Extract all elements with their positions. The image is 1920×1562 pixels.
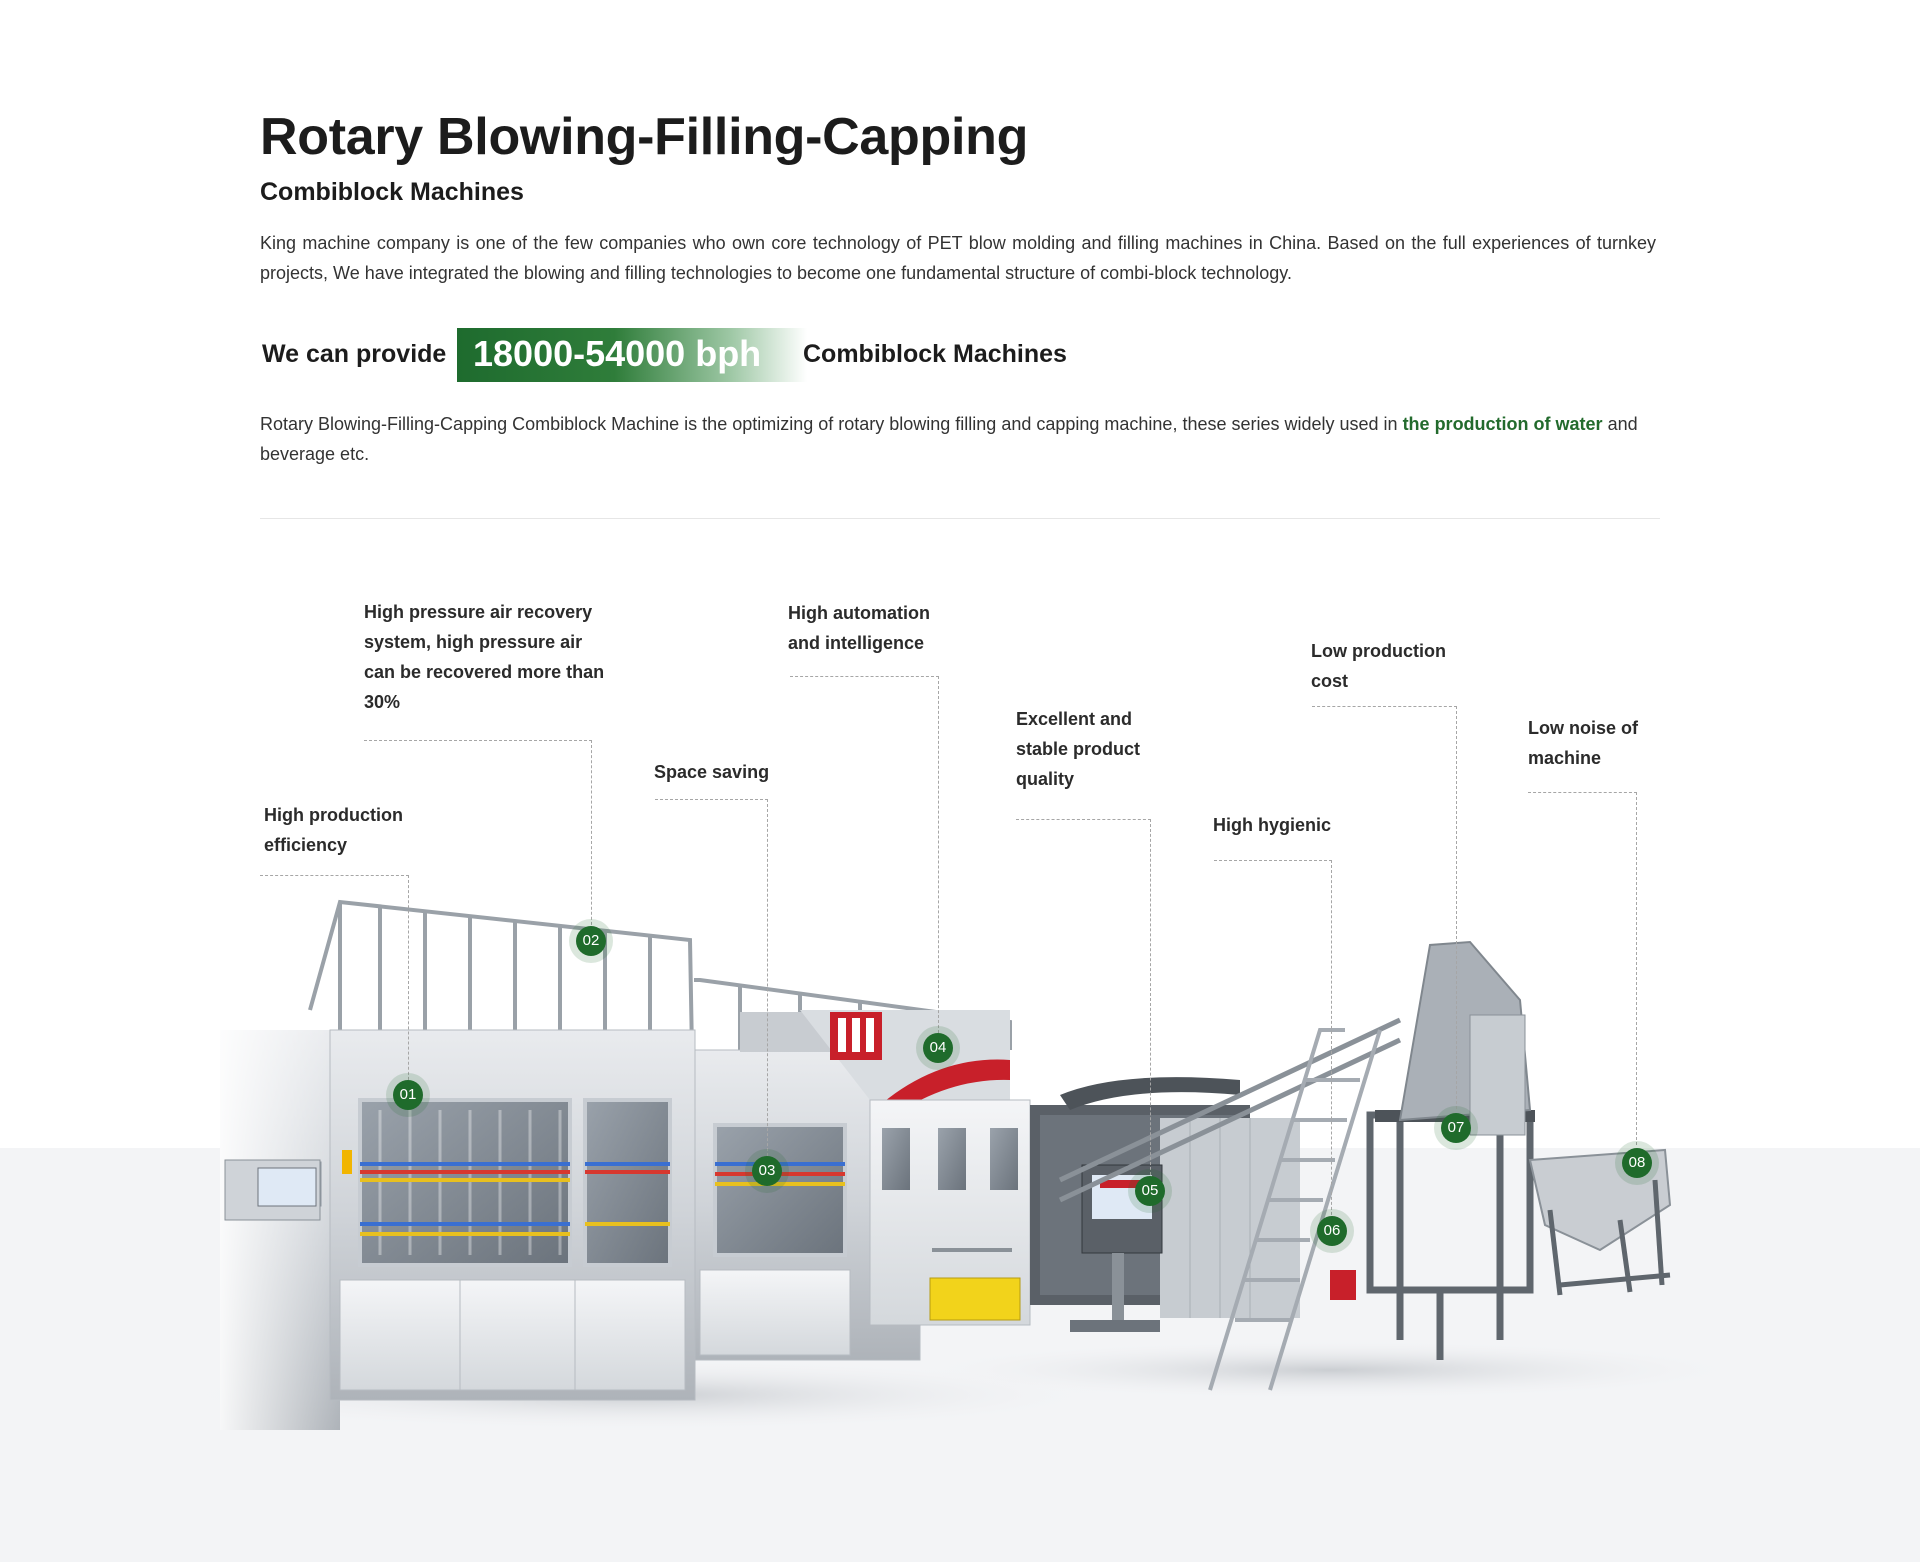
leader-line-02 xyxy=(364,740,592,741)
feature-marker-08[interactable]: 08 xyxy=(1622,1148,1652,1178)
feature-marker-01[interactable]: 01 xyxy=(393,1080,423,1110)
feature-marker-07[interactable]: 07 xyxy=(1441,1113,1471,1143)
leader-line-04-vertical xyxy=(938,676,939,1038)
intro-paragraph: King machine company is one of the few c… xyxy=(260,233,1656,283)
leader-line-08-vertical xyxy=(1636,792,1637,1145)
section-divider xyxy=(260,518,1660,519)
capacity-badge: 18000-54000 bph xyxy=(457,328,807,382)
feature-marker-04[interactable]: 04 xyxy=(923,1033,953,1063)
feature-label-06: High hygienic xyxy=(1213,815,1332,835)
leader-line-04 xyxy=(790,676,939,677)
leader-line-08 xyxy=(1528,792,1637,793)
leader-line-01-vertical xyxy=(408,875,409,1095)
leader-line-05 xyxy=(1016,819,1151,820)
description-tail: and beverage etc. xyxy=(260,414,1638,464)
leader-line-03 xyxy=(655,799,768,800)
water-production-link[interactable]: the production of water xyxy=(1402,414,1603,434)
page-subtitle: Combiblock Machines xyxy=(260,178,524,206)
feature-label-07: Low production cost xyxy=(1311,641,1446,691)
feature-marker-05[interactable]: 05 xyxy=(1135,1176,1165,1206)
capacity-value: 18000-54000 bph xyxy=(473,333,762,374)
leader-line-07-vertical xyxy=(1456,706,1457,1109)
feature-label-02: High pressure air recovery system, high … xyxy=(364,602,605,712)
capacity-suffix: Combiblock Machines xyxy=(803,340,1067,368)
description-paragraph: Rotary Blowing-Filling-Capping Combibloc… xyxy=(260,409,1660,469)
leader-line-03-vertical xyxy=(767,799,768,1171)
feature-marker-06[interactable]: 06 xyxy=(1317,1216,1347,1246)
feature-label-01: High production efficiency xyxy=(264,805,403,855)
capacity-prefix: We can provide xyxy=(262,340,447,368)
leader-line-07 xyxy=(1312,706,1457,707)
leader-line-06 xyxy=(1214,860,1332,861)
feature-label-03: Space saving xyxy=(654,762,770,782)
page-title: Rotary Blowing-Filling-Capping xyxy=(260,108,1029,166)
feature-label-08: Low noise of machine xyxy=(1528,718,1638,768)
leader-line-05-vertical xyxy=(1150,819,1151,1175)
leader-line-01 xyxy=(260,875,409,876)
feature-marker-03[interactable]: 03 xyxy=(752,1156,782,1186)
description-text: Rotary Blowing-Filling-Capping Combibloc… xyxy=(260,414,1403,434)
feature-marker-02[interactable]: 02 xyxy=(576,926,606,956)
feature-label-05: Excellent and stable product quality xyxy=(1016,709,1141,789)
leader-line-06-vertical xyxy=(1331,860,1332,1230)
feature-label-04: High automation and intelligence xyxy=(788,603,930,653)
leader-line-02-vertical xyxy=(591,740,592,940)
